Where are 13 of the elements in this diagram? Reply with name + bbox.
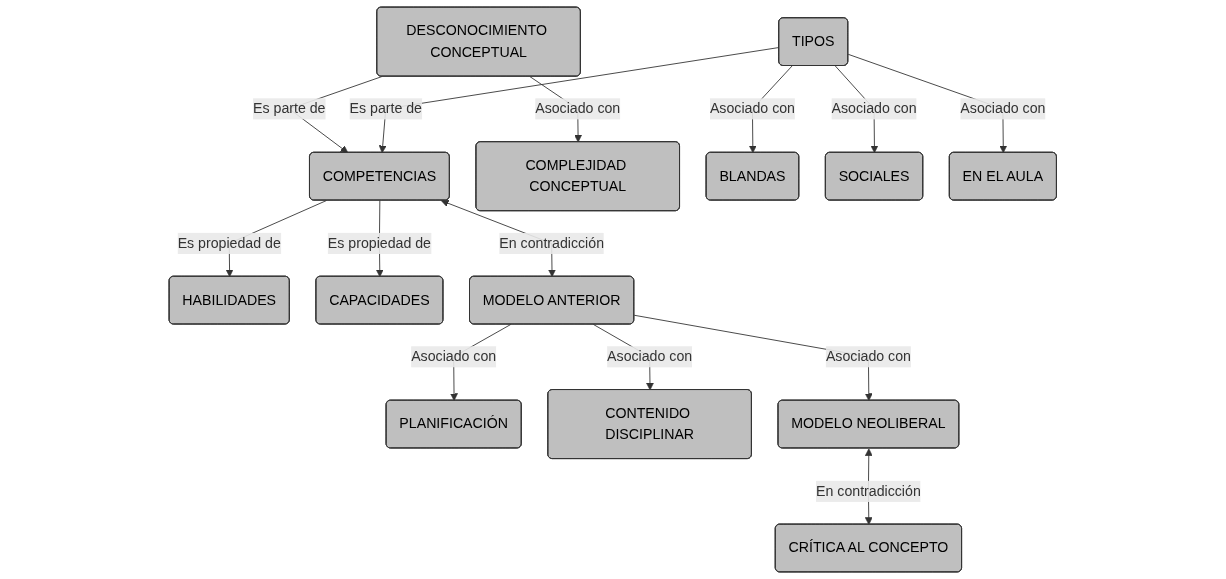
edge-label: Asociado con — [960, 100, 1046, 116]
edge-label: Asociado con — [535, 100, 621, 116]
edge-label: En contradicción — [816, 483, 921, 499]
edge-label: Es parte de — [253, 100, 326, 116]
edge-label: Asociado con — [831, 100, 917, 116]
edge-label: Es parte de — [349, 100, 423, 116]
edge-label: Asociado con — [607, 348, 693, 364]
edge-label: Es propiedad de — [328, 235, 432, 251]
edge-label: Asociado con — [826, 348, 912, 364]
edge-label: Es propiedad de — [177, 235, 282, 251]
edge-label: En contradicción — [499, 235, 605, 251]
edge-label: Asociado con — [411, 348, 497, 364]
edge-label: Asociado con — [710, 100, 796, 116]
